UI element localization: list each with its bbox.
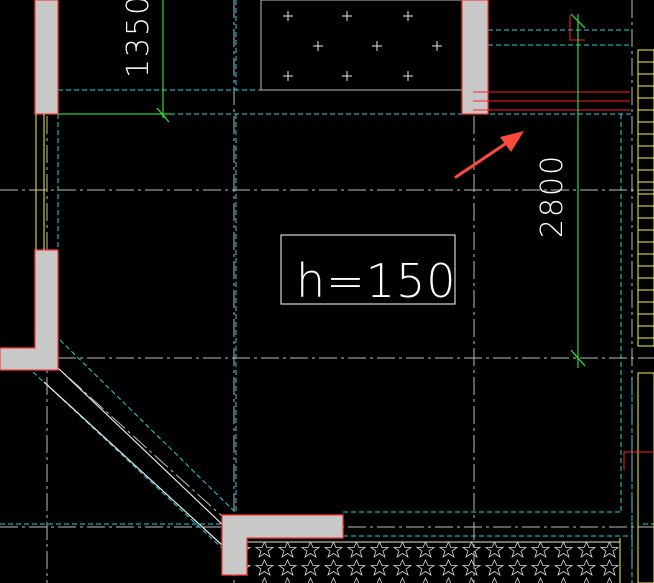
arrow-shaft (454, 138, 513, 179)
dimension-lines (58, 0, 586, 368)
dimension-tick (570, 13, 586, 29)
dimension-text-1350: 1350 (121, 0, 156, 78)
walls (0, 0, 489, 576)
window-rungs (638, 61, 654, 339)
arrow-head (500, 131, 524, 152)
dimension-tick (156, 107, 170, 123)
wall-left-corner (0, 249, 59, 371)
plus-hatch-pattern (283, 11, 442, 81)
red-bracket (569, 15, 585, 41)
diagonal-wall (43, 367, 227, 546)
wall-bottom-corner (221, 514, 344, 576)
elevation-label-box[interactable]: h=150 (280, 234, 457, 308)
elevation-label-frame (280, 234, 456, 305)
diagonal-wall-line (57, 367, 227, 529)
centerline-diag (46, 357, 235, 528)
wall-top-pillar (461, 0, 489, 115)
window-frame-right (637, 49, 654, 347)
dimension-text-2800: 2800 (535, 154, 570, 238)
red-bracket (623, 451, 654, 470)
wall-left-top (34, 0, 59, 115)
plus-hatch-region (260, 0, 463, 91)
diagonal-wall-line (43, 381, 223, 546)
red-arrow-icon (454, 131, 524, 179)
star-hatch-region (247, 538, 621, 583)
dimension-tick (570, 349, 586, 367)
elevation-label-text: h=150 (296, 254, 457, 308)
star-hatch-pattern (247, 542, 619, 583)
yellow-lines (35, 49, 654, 583)
dashed-line (59, 339, 236, 513)
window-frame-right-lower (637, 372, 654, 583)
red-lines (473, 15, 654, 470)
